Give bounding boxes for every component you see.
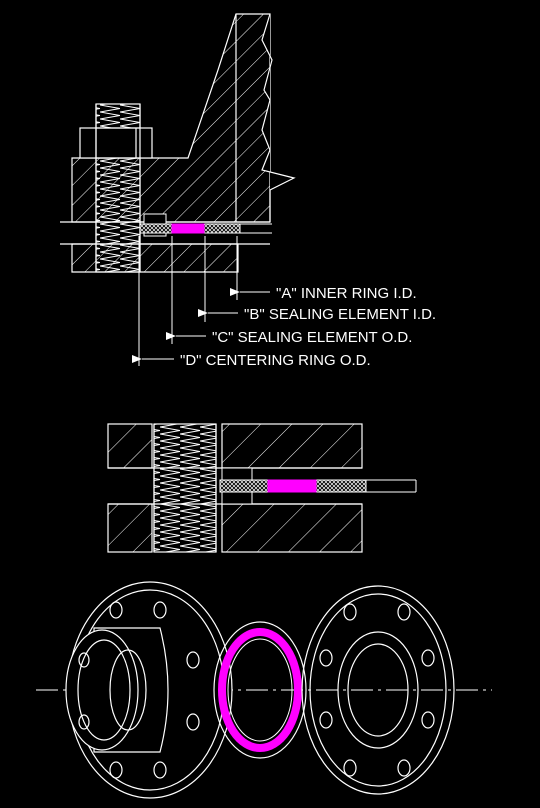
weld-neck-flange-left bbox=[65, 581, 233, 799]
flange-detail-lower bbox=[107, 503, 363, 553]
callout-d: "D" CENTERING RING O.D. bbox=[180, 352, 371, 369]
callout-c: "C" SEALING ELEMENT O.D. bbox=[212, 329, 412, 346]
gasket-section-upper bbox=[139, 213, 272, 237]
bolt-detail bbox=[153, 423, 217, 553]
callout-b: "B" SEALING ELEMENT I.D. bbox=[244, 306, 436, 323]
sealing-element-ring bbox=[218, 628, 302, 752]
bolt bbox=[79, 103, 153, 273]
sealing-element-detail bbox=[267, 479, 317, 493]
sealing-element-upper bbox=[171, 223, 205, 234]
spiral-wound-gasket bbox=[213, 621, 307, 759]
flange-section-upper bbox=[60, 13, 296, 223]
gasket-detail bbox=[219, 467, 417, 505]
flange-right bbox=[301, 585, 455, 795]
callout-a: "A" INNER RING I.D. bbox=[276, 285, 417, 302]
flange-detail-upper bbox=[107, 423, 363, 469]
dimension-lines bbox=[132, 236, 270, 366]
flange-section-lower bbox=[60, 243, 270, 273]
